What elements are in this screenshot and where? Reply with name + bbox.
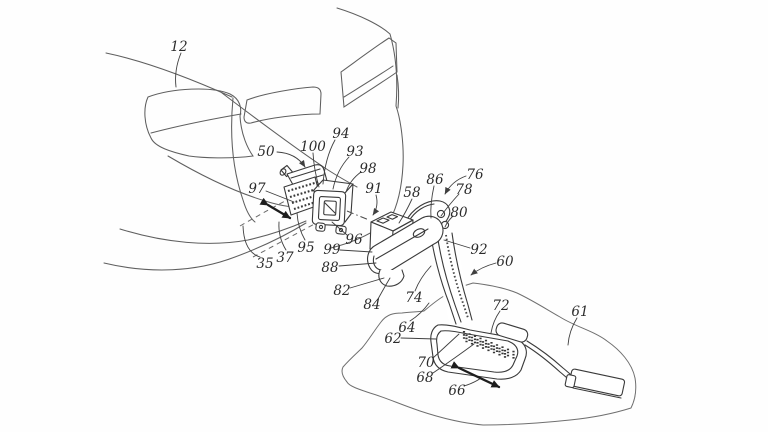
leader-line-93 [332, 156, 350, 190]
ref-label-62: 62 [384, 331, 401, 347]
leader-line-64 [409, 302, 430, 322]
ref-label-82: 82 [333, 283, 350, 299]
ref-label-97: 97 [248, 181, 266, 197]
ref-label-72: 72 [492, 298, 509, 314]
ref-label-84: 84 [363, 297, 380, 313]
ref-label-80: 80 [450, 205, 468, 221]
left-tail-light [144, 88, 254, 159]
latch-knob [436, 209, 446, 219]
ground-patch [341, 282, 637, 426]
contact-pin-row [462, 331, 515, 359]
ref-label-66: 66 [448, 383, 466, 399]
bumper-slide-arrow [259, 197, 292, 220]
ref-label-91: 91 [365, 181, 382, 197]
right-tail-light [340, 37, 398, 108]
leader-line-62 [400, 337, 437, 340]
leader-line-92 [443, 239, 471, 249]
leader-line-66 [463, 377, 482, 387]
leader-line-98 [345, 171, 362, 193]
leader-line-68 [432, 343, 475, 374]
leader-line-60 [470, 262, 497, 276]
leader-line-74 [414, 265, 432, 292]
leader-line-12 [175, 52, 182, 88]
trunk-recess [243, 86, 322, 124]
ref-label-50: 50 [257, 144, 275, 160]
housing-front-face [311, 189, 347, 227]
mount-foot [315, 222, 326, 232]
leader-line-94 [322, 139, 336, 185]
leader-line-78 [440, 193, 460, 217]
ref-label-98: 98 [359, 161, 377, 177]
ref-label-95: 95 [297, 240, 314, 256]
ref-label-70: 70 [417, 355, 435, 371]
leader-line-37 [278, 221, 287, 251]
trailer-module [367, 211, 444, 287]
leader-line-84 [377, 277, 391, 300]
ground-base [430, 322, 529, 380]
leader-line-61 [567, 317, 578, 346]
leader-line-99 [339, 249, 373, 253]
sleeve-oval [412, 228, 426, 238]
leader-line-91 [372, 194, 380, 216]
ref-label-99: 99 [323, 242, 341, 258]
ref-label-86: 86 [426, 172, 444, 188]
leader-line-76 [444, 175, 467, 195]
leader-line-58 [398, 198, 413, 224]
leader-line-72 [490, 310, 501, 334]
arm-hatch-strip [445, 234, 469, 319]
leader-line-96 [331, 221, 348, 236]
ref-label-64: 64 [398, 320, 415, 336]
ref-label-58: 58 [403, 185, 421, 201]
ref-label-74: 74 [405, 290, 422, 306]
ref-label-35: 35 [256, 256, 273, 272]
leader-line-88 [338, 262, 377, 267]
ref-label-92: 92 [470, 242, 487, 258]
leader-line-86 [430, 185, 435, 219]
leader-line-95 [296, 212, 306, 241]
leader-line-80 [444, 215, 454, 228]
ref-label-93: 93 [346, 144, 363, 160]
ref-label-60: 60 [496, 254, 514, 270]
ref-label-68: 68 [416, 370, 434, 386]
ref-label-88: 88 [321, 260, 339, 276]
base-slide-arrow [450, 361, 501, 389]
channel-block [495, 322, 529, 343]
flat-connector [564, 368, 626, 399]
leader-line-82 [349, 277, 385, 289]
ref-label-76: 76 [466, 167, 484, 183]
ref-label-100: 100 [300, 139, 326, 155]
ref-label-12: 12 [170, 39, 187, 55]
ref-label-94: 94 [332, 126, 349, 142]
ref-label-61: 61 [571, 304, 588, 320]
leader-line-50 [276, 151, 306, 168]
ref-label-96: 96 [345, 232, 363, 248]
motion-arrows [259, 197, 501, 389]
leader-line-100 [312, 152, 320, 188]
sleeve-lip [378, 269, 405, 287]
leader-line-70 [432, 333, 460, 359]
leader-line-35 [242, 225, 261, 258]
mating-axis-line [346, 210, 370, 221]
ref-label-78: 78 [455, 182, 473, 198]
vehicle-rear-outline [103, 7, 404, 271]
ref-label-37: 37 [276, 250, 294, 266]
